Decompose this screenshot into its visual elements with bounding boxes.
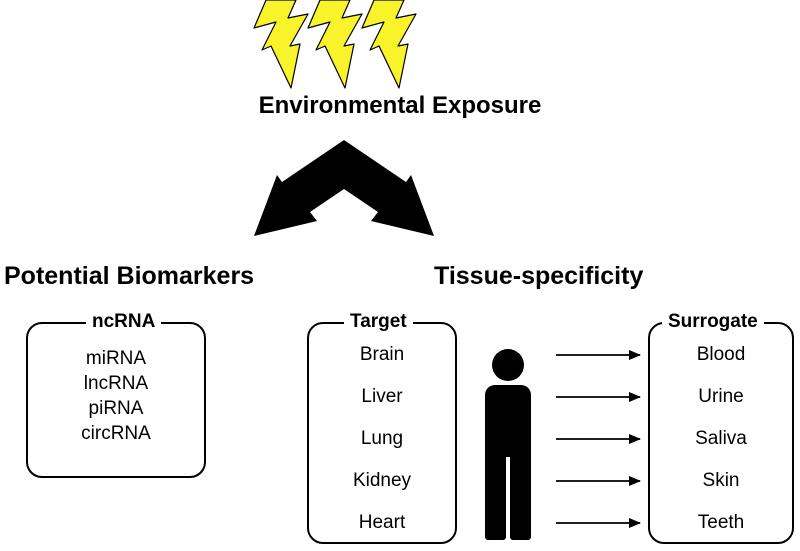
surrogate-box-label: Surrogate <box>662 311 764 333</box>
surrogate-item: Teeth <box>697 512 745 533</box>
surrogate-box <box>648 322 794 544</box>
potential-biomarkers-heading: Potential Biomarkers <box>4 262 255 290</box>
lightning-bolt-icon <box>307 0 363 89</box>
tissue-specificity-heading: Tissue-specificity <box>434 262 644 290</box>
surrogate-item: Saliva <box>695 428 747 449</box>
lightning-bolt-icon <box>361 0 417 89</box>
surrogate-item: Skin <box>702 470 740 491</box>
surrogate-item: Urine <box>698 386 744 407</box>
person-icon <box>485 349 531 540</box>
ncrna-box-label: ncRNA <box>86 311 162 333</box>
list-item: piRNA <box>88 398 144 419</box>
ncrna-list: miRNA lncRNA piRNA circRNA <box>26 348 206 445</box>
target-item: Kidney <box>352 470 412 491</box>
surrogate-item: Blood <box>696 344 746 365</box>
list-item: lncRNA <box>83 373 149 394</box>
list-item: miRNA <box>85 348 147 369</box>
lightning-bolt-icon <box>253 0 309 89</box>
split-arrow-icon <box>254 140 434 236</box>
list-item: circRNA <box>81 423 151 444</box>
target-box-label: Target <box>344 311 413 333</box>
target-item: Lung <box>360 428 404 449</box>
target-item: Liver <box>361 386 403 407</box>
diagram-title: Environmental Exposure <box>258 92 542 119</box>
target-item: Brain <box>359 344 405 365</box>
target-item: Heart <box>358 512 406 533</box>
target-box <box>307 322 457 544</box>
